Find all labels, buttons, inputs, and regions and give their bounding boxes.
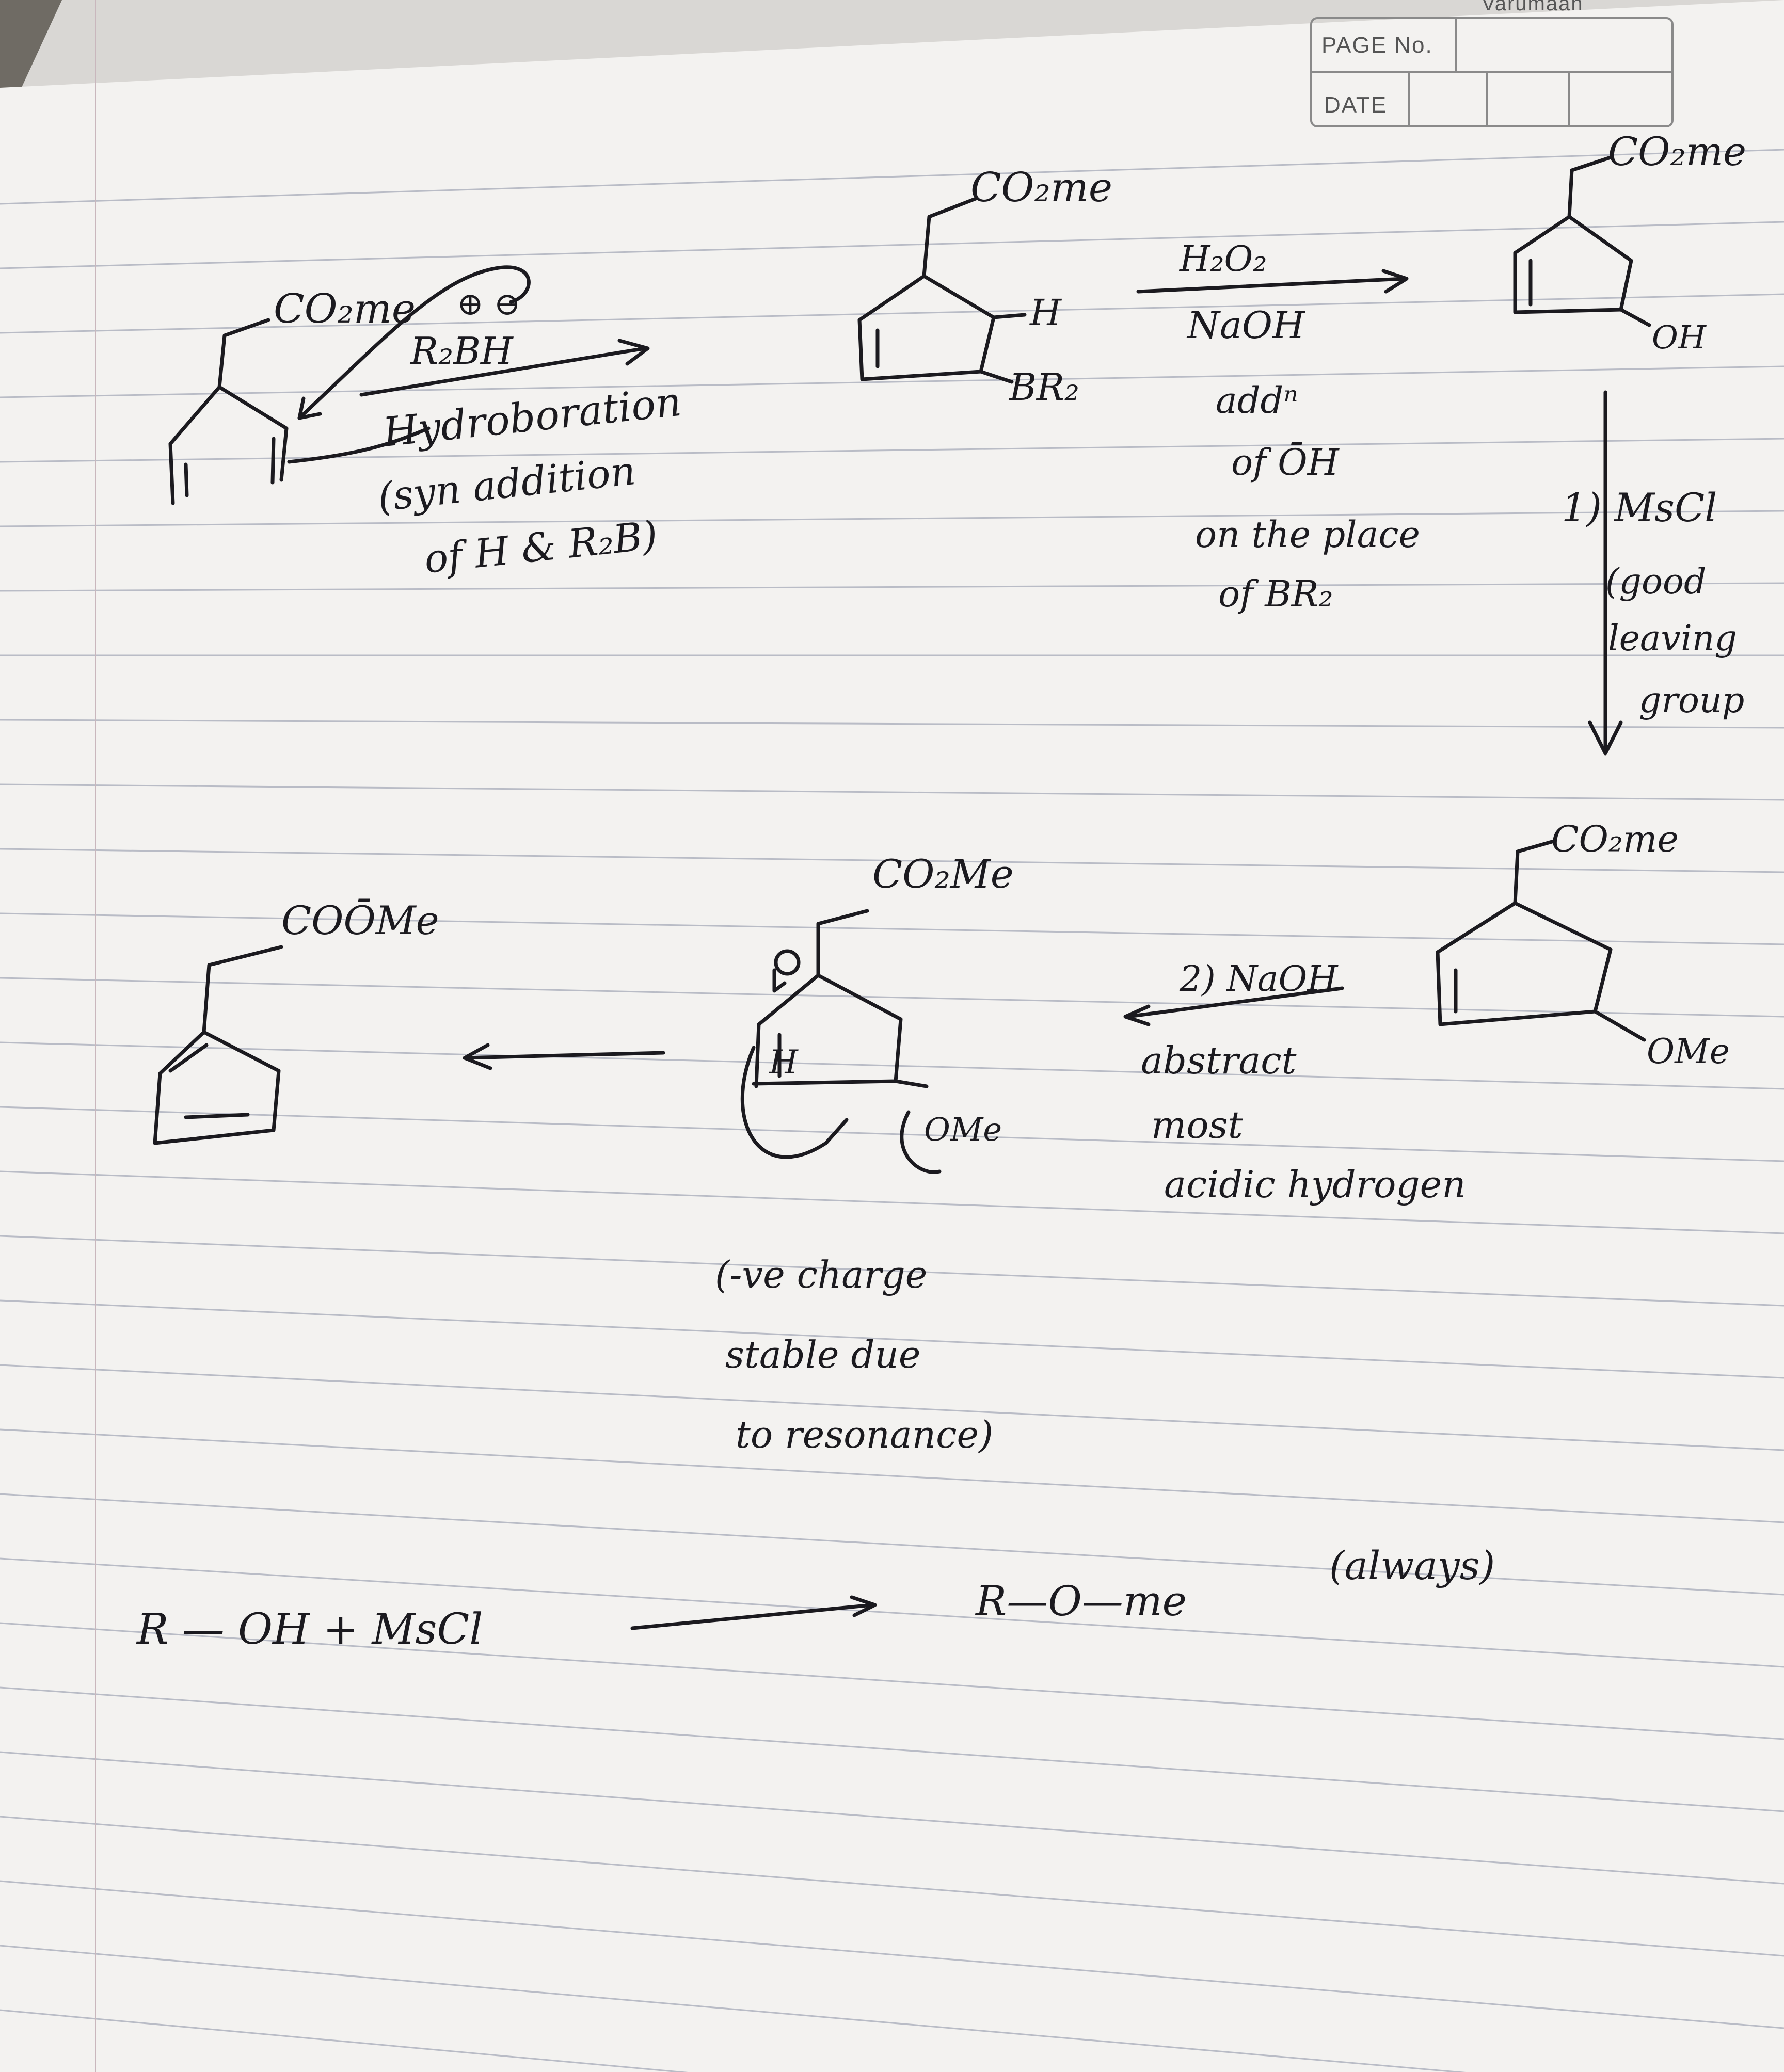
intermediate-note-line1: (-ve charge [715,1253,927,1296]
step4-note-line3: acidic hydrogen [1164,1163,1466,1206]
final-product-structure: COŌMe [153,897,439,1145]
product2-structure: CO₂me OH [1513,129,1746,356]
page-header: Varumaan PAGE No. DATE [1310,0,1674,127]
step2-note-line2: of ŌH [1231,441,1340,484]
step2-note-line1: addⁿ [1216,379,1298,422]
step4-reagents: 2) NaOH abstract most acidic hydrogen [1123,959,1466,1206]
step1-reagent: R₂BH [409,329,514,373]
final-product-substituent: COŌMe [281,897,439,943]
intermediate-ome-label: OMe [924,1111,1002,1148]
intermediate-structure: CO₂Me H OMe (-ve charge stable due to re… [715,851,1014,1456]
step3-reagent: 1) MsCl [1562,485,1717,531]
step2-arrow [1136,277,1406,294]
step3-note-line3: group [1639,680,1744,721]
intermediate-h-label: H [769,1043,799,1082]
general-rule-product: R—O—me [975,1577,1187,1625]
general-rule-reactants: R — OH + MsCl [136,1605,483,1654]
step4-note-line2: most [1151,1103,1244,1147]
step1-charges: ⊕ ⊖ [457,285,521,323]
intermediate-substituent: CO₂Me [872,851,1014,897]
product3-structure: CO₂me OMe [1436,818,1730,1071]
step2-reagent-top: H₂O₂ [1178,239,1267,280]
step3-note-line1: (good [1605,561,1706,602]
date-label: DATE [1324,92,1387,118]
general-rule-arrow [630,1603,874,1630]
product1-h-label: H [1029,292,1062,334]
step5-arrow [463,1051,665,1060]
product2-substituent: CO₂me [1608,129,1746,174]
product3-substituent: CO₂me [1551,818,1679,860]
starting-material-structure: CO₂me [168,265,531,505]
general-rule-note: (always) [1329,1543,1495,1588]
product2-oh-label: OH [1652,318,1707,356]
intermediate-note-line3: to resonance) [736,1413,993,1456]
step2-reagents: H₂O₂ NaOH addⁿ of ŌH on the place of BR₂ [1136,239,1420,615]
intermediate-note-line2: stable due [725,1333,921,1376]
step2-reagent-bottom: NaOH [1186,303,1305,347]
step2-note-line3: on the place [1195,513,1420,556]
step1-arrow [359,346,647,397]
general-rule: R — OH + MsCl R—O—me (always) [136,1543,1495,1654]
step4-arrow [1126,986,1344,1019]
product1-substituent: CO₂me [970,165,1112,211]
starting-material-substituent: CO₂me [274,286,416,332]
step4-note-line1: abstract [1141,1039,1297,1082]
product1-br-label: BR₂ [1008,365,1079,409]
step3-note-line2: leaving [1608,618,1737,659]
step2-note-line4: of BR₂ [1218,573,1333,615]
page-no-label: PAGE No. [1321,33,1433,58]
product3-ome-label: OMe [1647,1032,1730,1071]
brand-label: Varumaan [1482,0,1584,15]
step3-reagents: 1) MsCl (good leaving group [1562,390,1744,756]
product1-structure: CO₂me H BR₂ [857,165,1112,409]
